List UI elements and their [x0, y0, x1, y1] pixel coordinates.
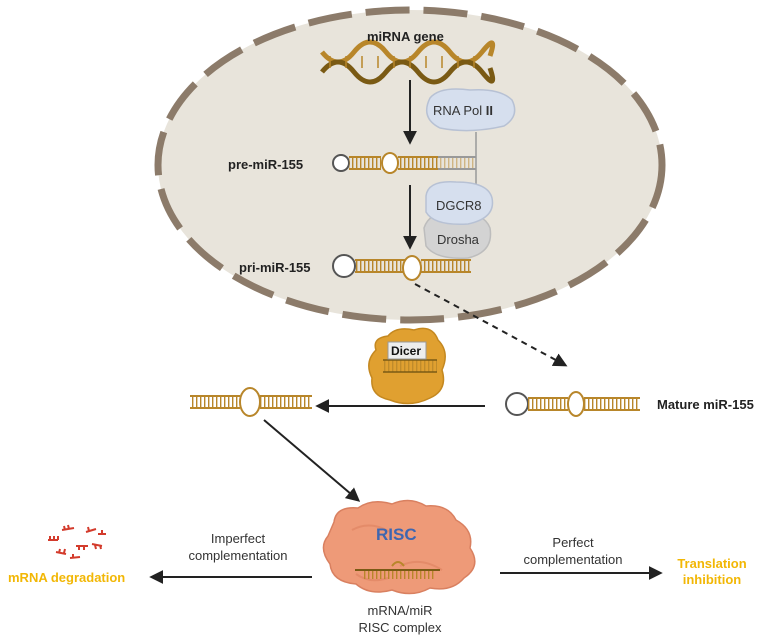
dgcr8-label: DGCR8: [436, 198, 482, 213]
translation-line1: Translation: [677, 556, 747, 571]
rna-pol-ii-icon: [425, 88, 516, 132]
mrna-degradation-label: mRNA degradation: [8, 570, 126, 585]
imperfect-complementation-label: Imperfect complementation: [178, 530, 298, 564]
drosha-label: Drosha: [437, 232, 479, 247]
imperfect-line1: Imperfect: [210, 531, 266, 546]
rna-pol-label: RNA Pol II: [433, 103, 493, 118]
translation-inhibition-label: Translation inhibition: [662, 556, 762, 588]
rna-pol-suffix: II: [485, 103, 493, 118]
complex-line1: mRNA/miR: [367, 603, 433, 618]
imperfect-line2: complementation: [188, 548, 288, 563]
translation-line2: inhibition: [682, 572, 742, 587]
risc-loading-arrow: [263, 419, 361, 502]
pri-mir-label: pri-miR-155: [239, 260, 311, 275]
degraded-mrna-fragments-icon: [48, 524, 106, 559]
perfect-line1: Perfect: [552, 535, 594, 550]
risc-label: RISC: [376, 525, 417, 544]
pri-mir-hairpin: [332, 254, 471, 281]
mirna-gene-label: miRNA gene: [367, 29, 444, 44]
dna-helix-icon: [320, 39, 496, 85]
perfect-complementation-label: Perfect complementation: [508, 534, 638, 568]
mature-mir-label: Mature miR-155: [657, 397, 754, 412]
mature-mir-hairpin: [505, 391, 640, 417]
rna-pol-text: RNA Pol: [433, 103, 483, 118]
complex-line2: RISC complex: [358, 620, 442, 635]
pre-mir-hairpin: [332, 152, 476, 174]
dicer-label: Dicer: [391, 344, 422, 358]
perfect-line2: complementation: [523, 552, 623, 567]
mrna-mir-risc-complex-label: mRNA/miR RISC complex: [345, 602, 455, 636]
pre-mir-label: pre-miR-155: [228, 157, 304, 172]
mirna-duplex: [190, 387, 312, 417]
risc-complex-icon: [322, 499, 476, 595]
dgcr8-icon: [425, 181, 494, 225]
